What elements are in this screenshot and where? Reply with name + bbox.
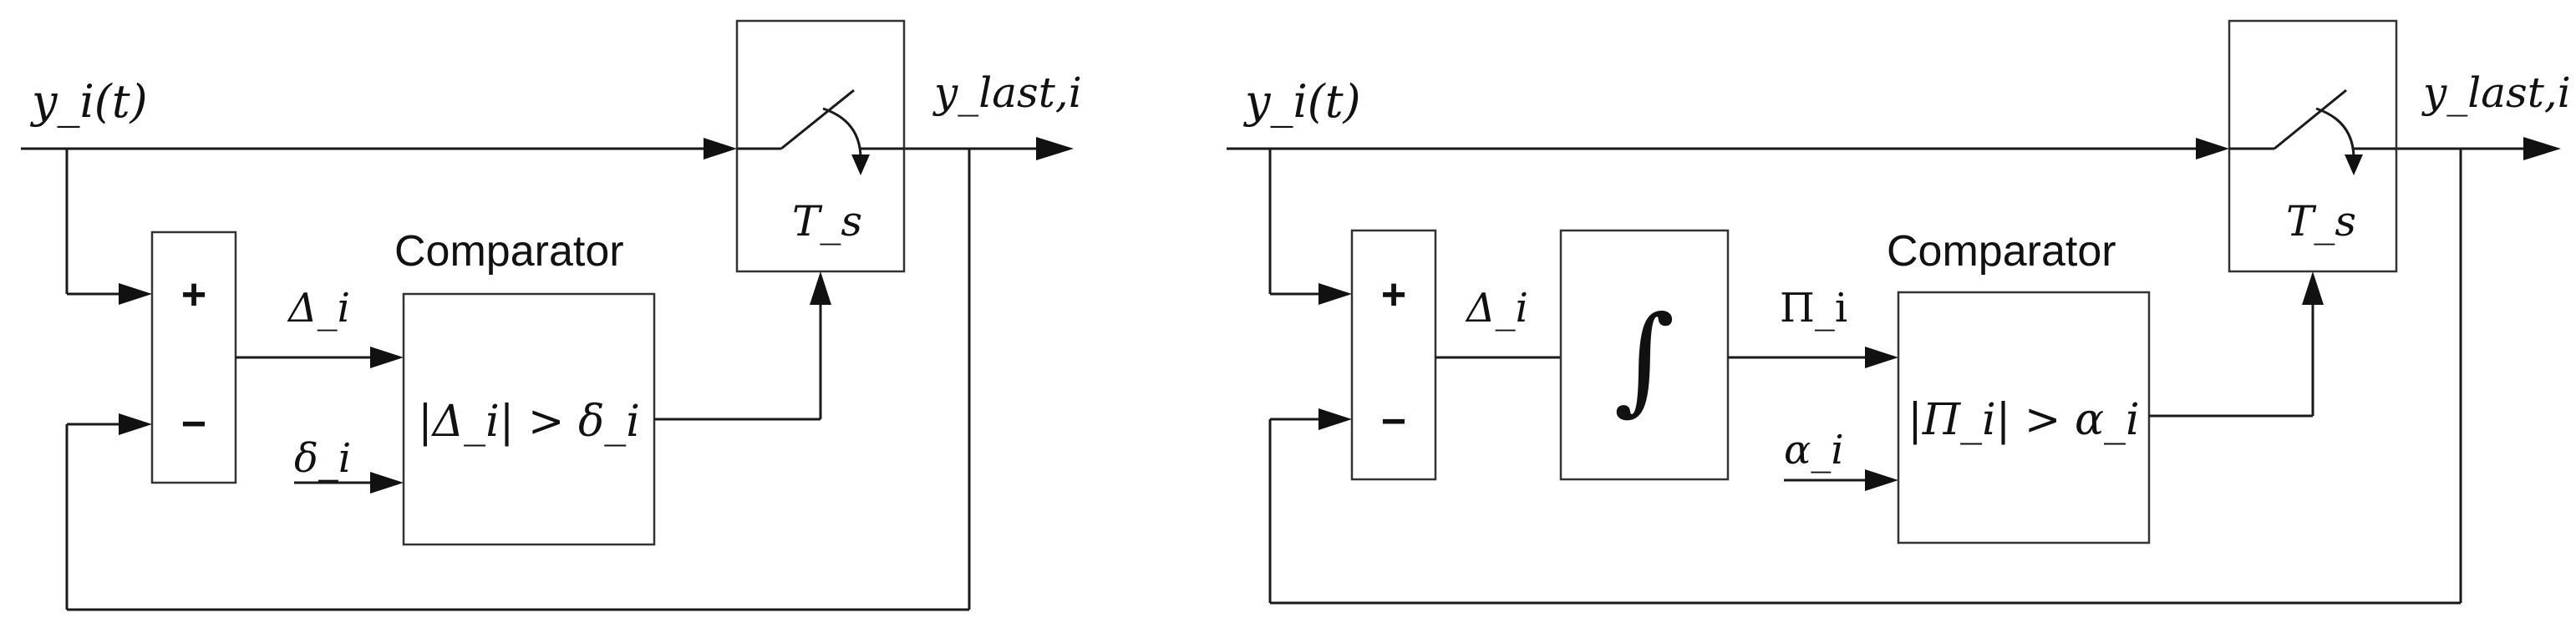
input-signal-label: y_i(t) — [30, 75, 148, 128]
trigger-arrow — [810, 271, 831, 305]
minus-sign: − — [1381, 398, 1406, 446]
threshold-arrow — [1865, 469, 1898, 491]
trigger-arrow — [2302, 271, 2324, 305]
plus-sign: + — [1381, 271, 1406, 319]
summing-block — [150, 230, 237, 484]
minus-sign: − — [181, 400, 206, 448]
input-arrow — [2196, 138, 2229, 160]
error-signal-label: Δ_i — [1465, 285, 1528, 332]
minus-input-arrow — [1318, 408, 1352, 430]
diagram-threshold-trigger: + − Δ_i δ_i Comparator |Δ_i| > δ_i y_i(t… — [21, 19, 1082, 611]
sampler-block — [735, 19, 906, 273]
sampler-block — [2228, 19, 2398, 273]
output-signal-label: y_last,i — [932, 68, 1082, 117]
comparator-condition: |Π_i| > α_i — [1908, 395, 2139, 445]
comparator-block — [402, 292, 656, 546]
output-arrow — [2523, 137, 2561, 160]
plus-input-arrow — [119, 283, 152, 305]
diagram-integral-trigger: + − Δ_i ∫ Π_i α_i Comparator |Π_i| > α_i… — [1227, 19, 2571, 605]
integrator-symbol: ∫ — [1614, 291, 1675, 428]
switch-icon — [737, 89, 904, 175]
error-signal-label: Δ_i — [287, 285, 350, 332]
comparator-block — [1897, 291, 2151, 544]
sampler-label: T_s — [2286, 197, 2356, 246]
comparator-title: Comparator — [394, 227, 624, 276]
integral-signal-label: Π_i — [1780, 285, 1847, 332]
input-arrow — [704, 138, 737, 160]
output-arrow — [1036, 137, 1074, 160]
sampler-label: T_s — [792, 197, 862, 246]
threshold-signal-label: δ_i — [294, 435, 351, 482]
error-arrow — [370, 347, 404, 368]
comparator-condition: |Δ_i| > δ_i — [418, 397, 640, 447]
threshold-signal-label: α_i — [1784, 427, 1844, 474]
comparator-title: Comparator — [1887, 227, 2116, 276]
minus-input-arrow — [119, 413, 152, 435]
integral-arrow — [1865, 347, 1898, 368]
plus-sign: + — [181, 271, 206, 319]
integrator-block — [1559, 229, 1730, 481]
threshold-arrow — [370, 472, 404, 494]
summing-block — [1350, 229, 1437, 481]
switch-icon — [2229, 89, 2396, 175]
plus-input-arrow — [1318, 283, 1352, 305]
input-signal-label: y_i(t) — [1243, 75, 1361, 128]
output-signal-label: y_last,i — [2421, 68, 2571, 117]
